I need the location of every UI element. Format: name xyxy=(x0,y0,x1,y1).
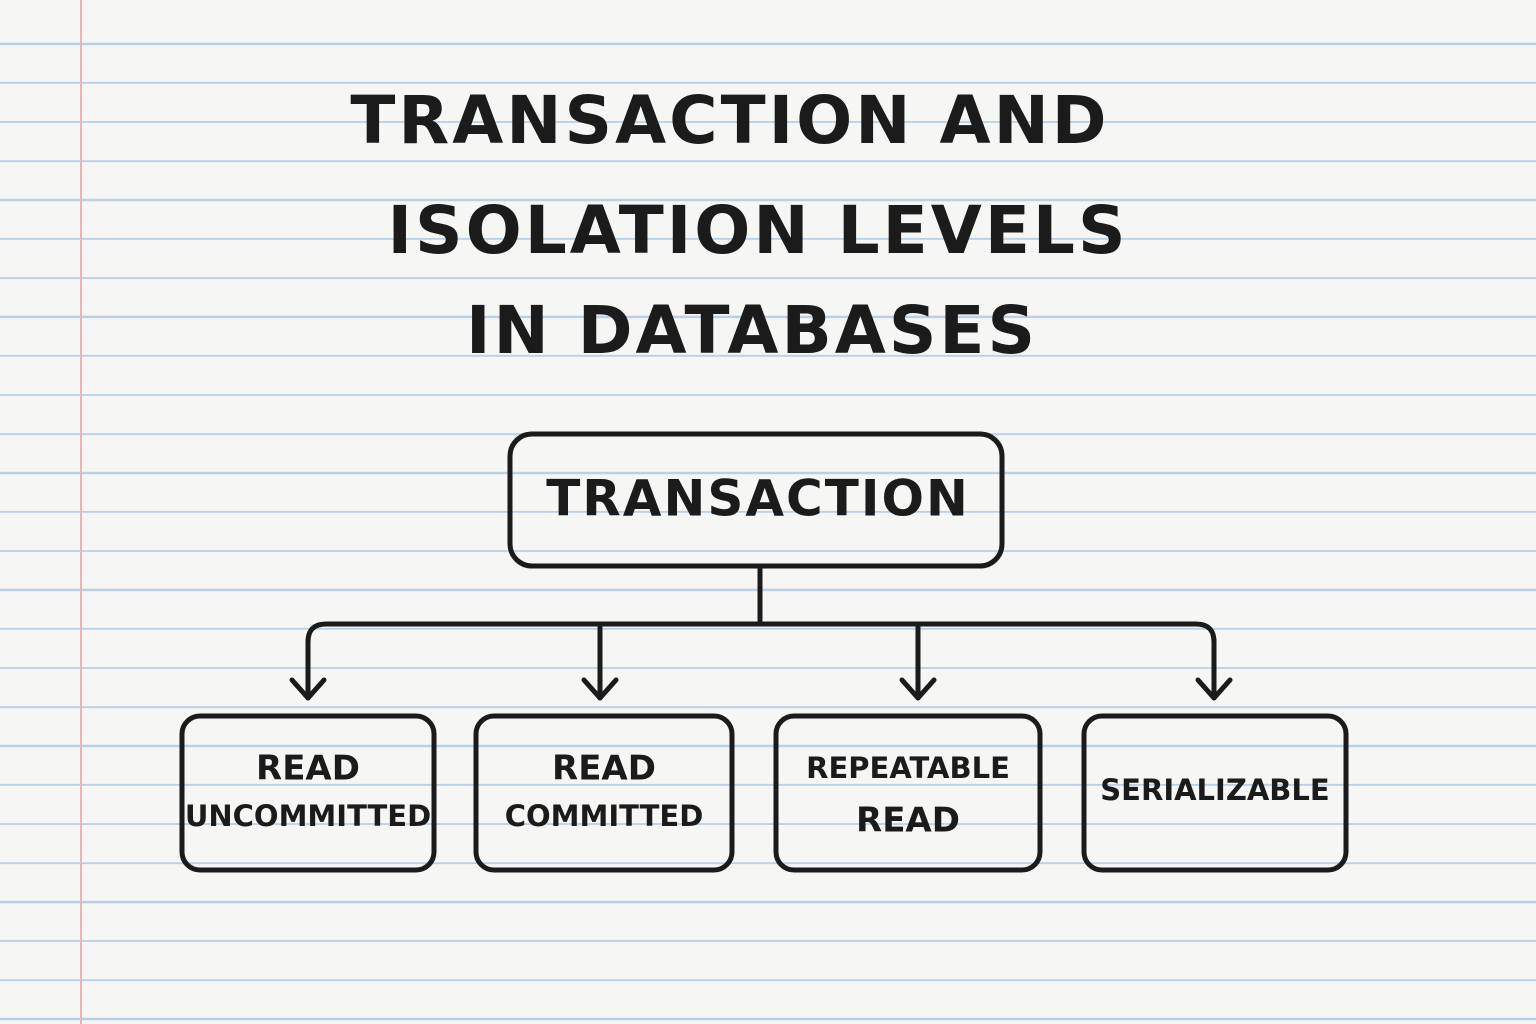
child-node-read-uncommitted: READ UNCOMMITTED xyxy=(179,713,437,873)
notebook-margin-line xyxy=(80,0,82,1024)
branch-bar xyxy=(305,621,1217,645)
child-node-box xyxy=(1081,713,1349,873)
connectors xyxy=(289,565,1233,701)
arrowhead-repeatable-read xyxy=(899,677,937,701)
child-node-label-line-2: COMMITTED xyxy=(505,799,704,833)
child-node-box xyxy=(773,713,1043,873)
child-node-label-line-1: READ xyxy=(256,749,360,789)
child-node-label-line-2: READ xyxy=(856,801,960,841)
child-node-box xyxy=(473,713,735,873)
child-node-repeatable-read: REPEATABLE READ xyxy=(773,713,1043,873)
child-node-label-line-2: UNCOMMITTED xyxy=(185,799,431,833)
child-node-read-committed: READ COMMITTED xyxy=(473,713,735,873)
child-node-label-line-1: REPEATABLE xyxy=(806,751,1010,785)
arrowhead-read-committed xyxy=(581,677,619,701)
arrowhead-serializable xyxy=(1195,677,1233,701)
root-node-label: TRANSACTION xyxy=(546,470,970,528)
arrowhead-read-uncommitted xyxy=(289,677,327,701)
child-node-box xyxy=(179,713,437,873)
title-line-1: TRANSACTION AND xyxy=(350,82,1110,159)
title-line-2: ISOLATION LEVELS xyxy=(387,192,1129,269)
child-node-label: SERIALIZABLE xyxy=(1100,773,1329,807)
root-node: TRANSACTION xyxy=(507,431,1005,569)
root-node-box xyxy=(507,431,1005,569)
child-node-label-line-1: READ xyxy=(552,749,656,789)
title-line-3: IN DATABASES xyxy=(465,292,1039,369)
child-node-serializable: SERIALIZABLE xyxy=(1081,713,1349,873)
